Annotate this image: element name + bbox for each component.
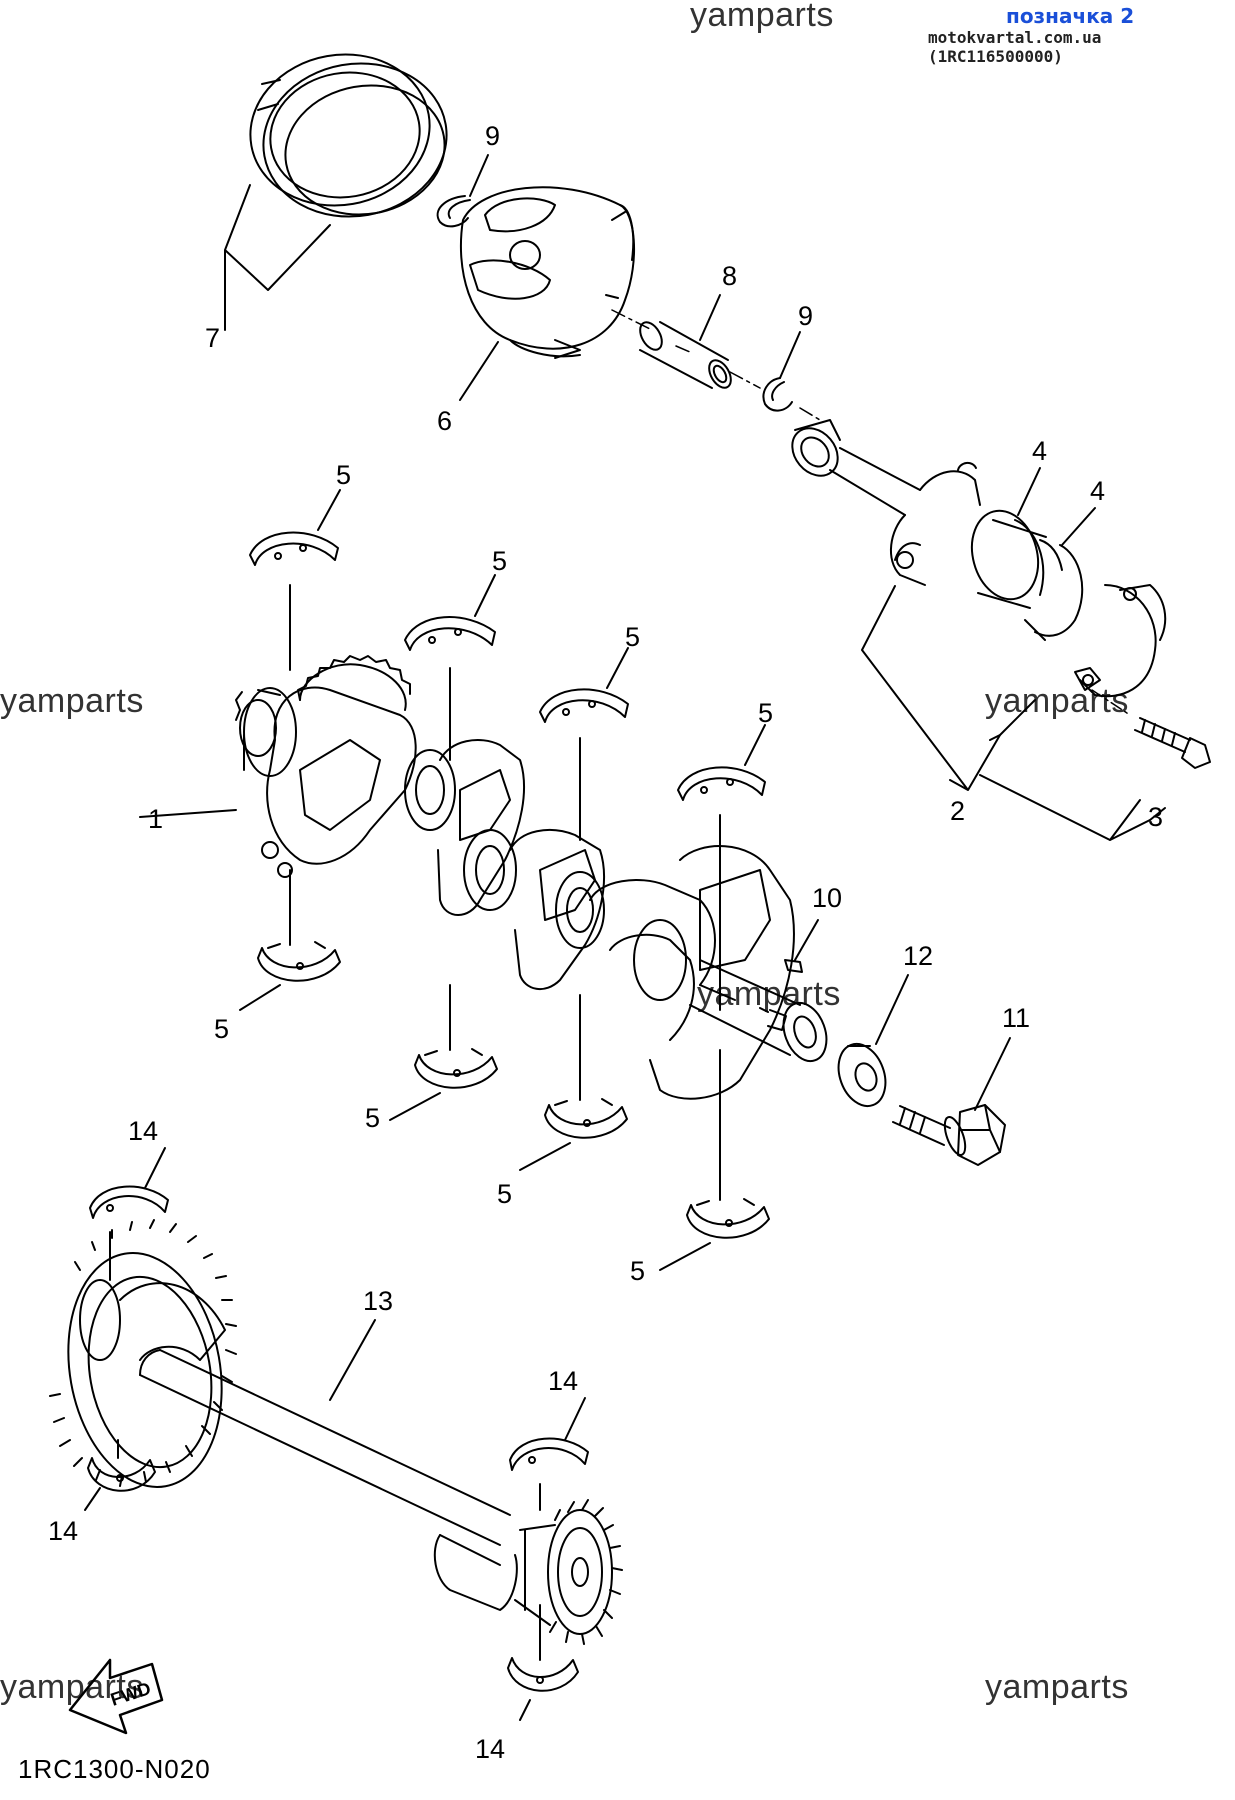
leader-5-l2 bbox=[389, 984, 451, 1121]
leader-13 bbox=[329, 1319, 376, 1401]
circlip-upper-part[interactable] bbox=[436, 195, 471, 228]
circlip-lower-part[interactable] bbox=[762, 377, 793, 412]
callout-5-u2: 5 bbox=[492, 546, 507, 576]
bracket-2b bbox=[989, 699, 1036, 741]
callout-5-u4: 5 bbox=[758, 698, 773, 728]
piston-pin-part[interactable] bbox=[636, 319, 736, 392]
axis-bolt bbox=[1091, 689, 1131, 716]
conrod-bearing-upper-part[interactable] bbox=[962, 503, 1047, 609]
balancer-shaft-part[interactable] bbox=[49, 1219, 623, 1645]
leader-6 bbox=[459, 341, 499, 401]
leader-4a bbox=[1017, 467, 1041, 516]
piston-part[interactable] bbox=[459, 186, 635, 359]
callout-12: 12 bbox=[903, 941, 933, 971]
washer-part[interactable] bbox=[830, 1037, 893, 1112]
leader-11 bbox=[974, 1037, 1011, 1111]
leader-7 bbox=[224, 184, 331, 331]
connecting-rod-part[interactable] bbox=[783, 419, 981, 586]
main-bearing-upper-3[interactable] bbox=[539, 688, 629, 723]
leader-5-l3 bbox=[519, 994, 581, 1171]
conrod-bolt-part[interactable] bbox=[1134, 717, 1211, 769]
callout-4a: 4 bbox=[1032, 436, 1047, 466]
conrod-bearing-lower-part[interactable] bbox=[1024, 539, 1084, 641]
marker-label[interactable]: позначка 2 bbox=[1006, 4, 1135, 28]
main-bearing-upper-2[interactable] bbox=[404, 616, 496, 651]
diagram-code: 1RC1300-N020 bbox=[18, 1754, 211, 1784]
leader-9-lower bbox=[779, 331, 801, 379]
leader-4b bbox=[1061, 507, 1096, 546]
leader-5-u4 bbox=[719, 724, 766, 1011]
callout-14-lower-right: 14 bbox=[475, 1734, 505, 1764]
main-bearing-upper-1[interactable] bbox=[249, 531, 339, 566]
balancer-bearing-upper-left[interactable] bbox=[89, 1185, 169, 1219]
leader-3 bbox=[1149, 807, 1166, 821]
callout-6: 6 bbox=[437, 406, 452, 436]
leader-12 bbox=[875, 974, 909, 1045]
callout-8: 8 bbox=[722, 261, 737, 291]
leader-9-upper bbox=[469, 154, 489, 197]
callout-7: 7 bbox=[205, 323, 220, 353]
main-bearing-lower-2[interactable] bbox=[414, 1048, 498, 1089]
source-line: motokvartal.com.ua (1RC116500000) bbox=[928, 28, 1102, 66]
leader-5-u3 bbox=[579, 647, 629, 841]
callout-5-u3: 5 bbox=[625, 622, 640, 652]
callout-1: 1 bbox=[148, 804, 163, 834]
crankshaft-part[interactable] bbox=[235, 655, 834, 1100]
callout-9-upper: 9 bbox=[485, 121, 500, 151]
callout-13: 13 bbox=[363, 1286, 393, 1316]
callout-5-l4: 5 bbox=[630, 1256, 645, 1286]
watermark-right: yamparts bbox=[985, 682, 1129, 720]
callout-14-upper-left: 14 bbox=[128, 1116, 158, 1146]
watermark-left: yamparts bbox=[0, 682, 144, 720]
fwd-arrow-icon: FWD bbox=[68, 1658, 164, 1735]
main-bearing-lower-3[interactable] bbox=[544, 1098, 628, 1139]
callout-9-lower: 9 bbox=[798, 301, 813, 331]
piston-rings-part[interactable] bbox=[238, 41, 458, 231]
leader-14c bbox=[539, 1397, 586, 1511]
callout-14-lower-left: 14 bbox=[48, 1516, 78, 1546]
woodruff-key-part[interactable] bbox=[784, 959, 803, 973]
conrod-cap-part[interactable] bbox=[1074, 584, 1167, 698]
leader-14a bbox=[109, 1147, 166, 1281]
leader-10 bbox=[794, 919, 819, 961]
leader-14d bbox=[519, 1604, 541, 1721]
leader-8 bbox=[699, 294, 721, 341]
callout-4b: 4 bbox=[1090, 476, 1105, 506]
crank-bolt-part[interactable] bbox=[892, 1104, 1006, 1166]
watermark-bottom-right: yamparts bbox=[985, 1668, 1129, 1706]
callout-5-l2: 5 bbox=[365, 1103, 380, 1133]
balancer-bearing-lower-right[interactable] bbox=[507, 1657, 579, 1692]
bracket-2 bbox=[861, 585, 1151, 841]
balancer-bearing-upper-right[interactable] bbox=[509, 1437, 589, 1471]
callout-14-upper-right: 14 bbox=[548, 1366, 578, 1396]
callout-5-u1: 5 bbox=[336, 460, 351, 490]
callout-3: 3 bbox=[1148, 802, 1163, 832]
callout-5-l1: 5 bbox=[214, 1014, 229, 1044]
main-bearing-lower-4[interactable] bbox=[686, 1198, 770, 1239]
callout-2: 2 bbox=[950, 796, 965, 826]
leader-5-l1 bbox=[239, 869, 291, 1011]
leader-5-u2 bbox=[449, 574, 496, 761]
main-bearing-upper-4[interactable] bbox=[677, 766, 766, 801]
leader-1 bbox=[139, 809, 237, 818]
leader-5-u1 bbox=[289, 489, 341, 671]
watermark-top: yamparts bbox=[690, 0, 834, 34]
callout-5-l3: 5 bbox=[497, 1179, 512, 1209]
leader-5-l4 bbox=[659, 1049, 721, 1271]
callout-11: 11 bbox=[1002, 1003, 1030, 1033]
callout-10: 10 bbox=[812, 883, 842, 913]
main-bearing-lower-1[interactable] bbox=[257, 941, 341, 982]
axis-piston bbox=[611, 309, 821, 421]
